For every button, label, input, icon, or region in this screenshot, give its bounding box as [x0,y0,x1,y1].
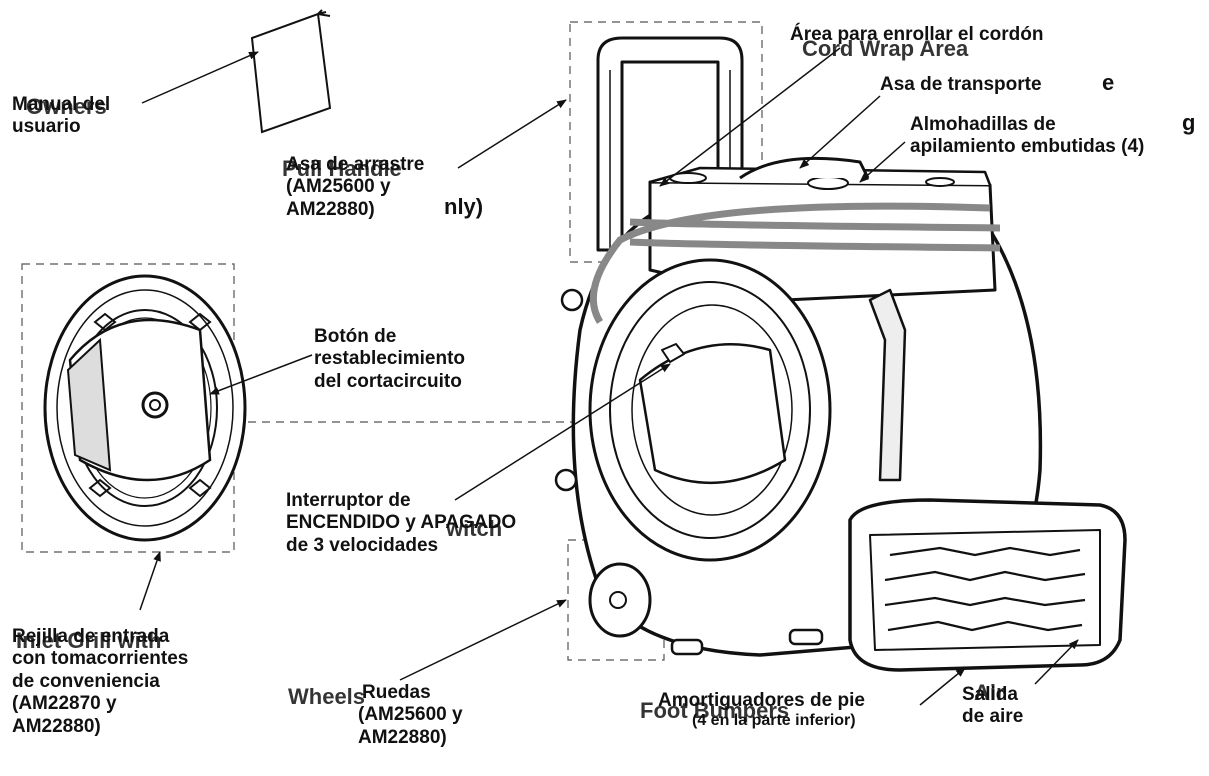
label-reset-button: Botón de restablecimiento del cortacircu… [314,326,465,392]
label-foot-bumpers: Foot Bumpers Amortiguadores de pie (4 en… [640,690,865,730]
label-pull-handle: Pull Handle Asa de arrastre (AM25600 y A… [282,154,484,220]
label-stacking-pads: Almohadillas de apilamiento embutidas (4… [910,110,1196,158]
leader-lines [139,47,1079,706]
inlet-grill-detail [43,274,247,542]
air-mover-body [554,36,1127,672]
label-inlet-grill: Inlet Grill with Rejilla de entrada con … [12,626,189,737]
label-air-outlet: Air Salida de aire [962,680,1024,728]
label-carry-handle: Asa de transporte e [880,70,1115,95]
label-cord-wrap: Área para enrollar el cordón Cord Wrap A… [790,24,1044,61]
label-switch: Interruptor de ENCENDIDO y APAGADO de 3 … [286,490,517,556]
manual-booklet-icon [250,9,332,134]
label-wheels: Wheels Ruedas (AM25600 y AM22880) [288,682,463,748]
label-owners-manual: Owners Manual del usuario [12,94,111,138]
